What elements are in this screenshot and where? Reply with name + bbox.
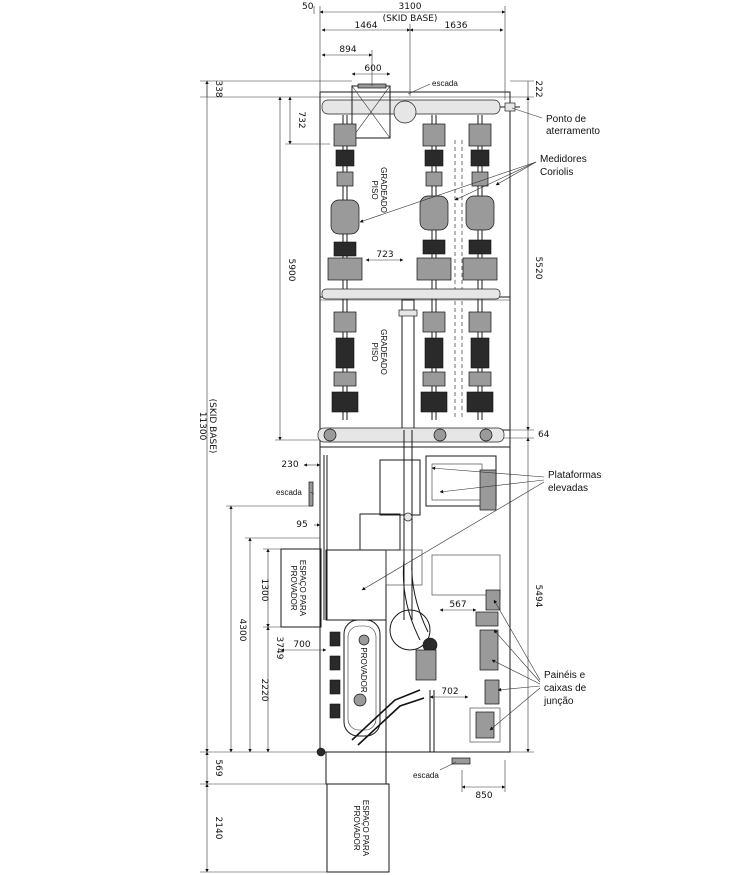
callout-medidores-line1: Medidores — [540, 154, 587, 165]
callout-medidores-line2: Coriolis — [540, 167, 573, 178]
dim-569: 569 — [213, 759, 223, 776]
dimension-lines — [200, 6, 534, 873]
callout-paineis-line3: junção — [543, 696, 574, 707]
lower-equipment — [323, 430, 501, 743]
ladder-left — [308, 481, 314, 507]
escada-bottom-label: escada — [413, 771, 439, 780]
prover-space-lower — [326, 783, 390, 873]
dim-338: 338 — [213, 80, 223, 97]
inlet-header — [321, 85, 520, 139]
dim-5900: 5900 — [286, 259, 296, 282]
piso-gradeado-1-line1: PISO — [370, 180, 379, 199]
dim-702: 702 — [441, 687, 458, 697]
callout-plataformas-line1: Plataformas — [548, 470, 601, 481]
callout-paineis-line2: caixas de — [544, 683, 587, 694]
dim-723: 723 — [376, 250, 393, 260]
dim-230: 230 — [281, 460, 298, 470]
dim-4300: 4300 — [237, 619, 247, 642]
dim-3749: 3749 — [274, 637, 284, 660]
dim-64: 64 — [538, 430, 550, 440]
dim-732: 732 — [296, 111, 306, 128]
skid-base-top-label: (SKID BASE) — [383, 14, 438, 24]
dim-2220: 2220 — [259, 679, 269, 702]
provador-label: PROVADOR — [359, 647, 368, 692]
outlet-header — [317, 427, 505, 443]
dim-5494: 5494 — [533, 585, 543, 608]
dim-3100: 3100 — [399, 2, 422, 12]
prover-space-upper-line1: ESPAÇO PARA — [298, 560, 307, 617]
prover-space-lower-line2: PROVADOR — [352, 805, 361, 850]
dim-95: 95 — [296, 520, 307, 530]
dim-11300: 11300 — [197, 412, 207, 441]
callout-plataformas-line2: elevadas — [548, 483, 588, 494]
bypass-lines — [454, 140, 463, 420]
dim-894: 894 — [339, 45, 356, 55]
escada-left-label: escada — [276, 488, 302, 497]
ladder-bottom — [451, 757, 471, 765]
dim-850: 850 — [475, 791, 492, 801]
callout-ponto-line1: Ponto de — [546, 114, 586, 125]
dim-5520: 5520 — [533, 257, 543, 280]
dim-2140: 2140 — [213, 817, 223, 840]
piso-gradeado-2-line2: GRADEADO — [379, 329, 388, 375]
dim-222: 222 — [533, 80, 543, 97]
meter-run-1 — [327, 115, 363, 420]
callout-paineis-line1: Painéis e — [544, 670, 586, 681]
prover-unit — [316, 619, 435, 757]
callout-leaders — [309, 83, 545, 771]
prover-space-upper-line2: PROVADOR — [289, 565, 298, 610]
dim-1636: 1636 — [445, 21, 468, 31]
callout-ponto-line2: aterramento — [546, 126, 600, 137]
piso-gradeado-2-line1: PISO — [370, 342, 379, 361]
skid-base-left-label: (SKID BASE) — [207, 399, 217, 454]
dim-700: 700 — [293, 640, 310, 650]
escada-top-label: escada — [432, 79, 458, 88]
dim-1300: 1300 — [259, 579, 269, 602]
dim-50: 50 — [302, 2, 314, 12]
prover-space-lower-line1: ESPAÇO PARA — [361, 800, 370, 857]
dim-567: 567 — [449, 600, 466, 610]
mid-header — [321, 288, 501, 431]
meter-run-2 — [416, 115, 452, 420]
dim-1464: 1464 — [355, 21, 378, 31]
dim-600: 600 — [364, 64, 381, 74]
prover-space-upper — [280, 548, 322, 628]
meter-run-3 — [462, 115, 498, 420]
piso-gradeado-1-line2: GRADEADO — [379, 167, 388, 213]
